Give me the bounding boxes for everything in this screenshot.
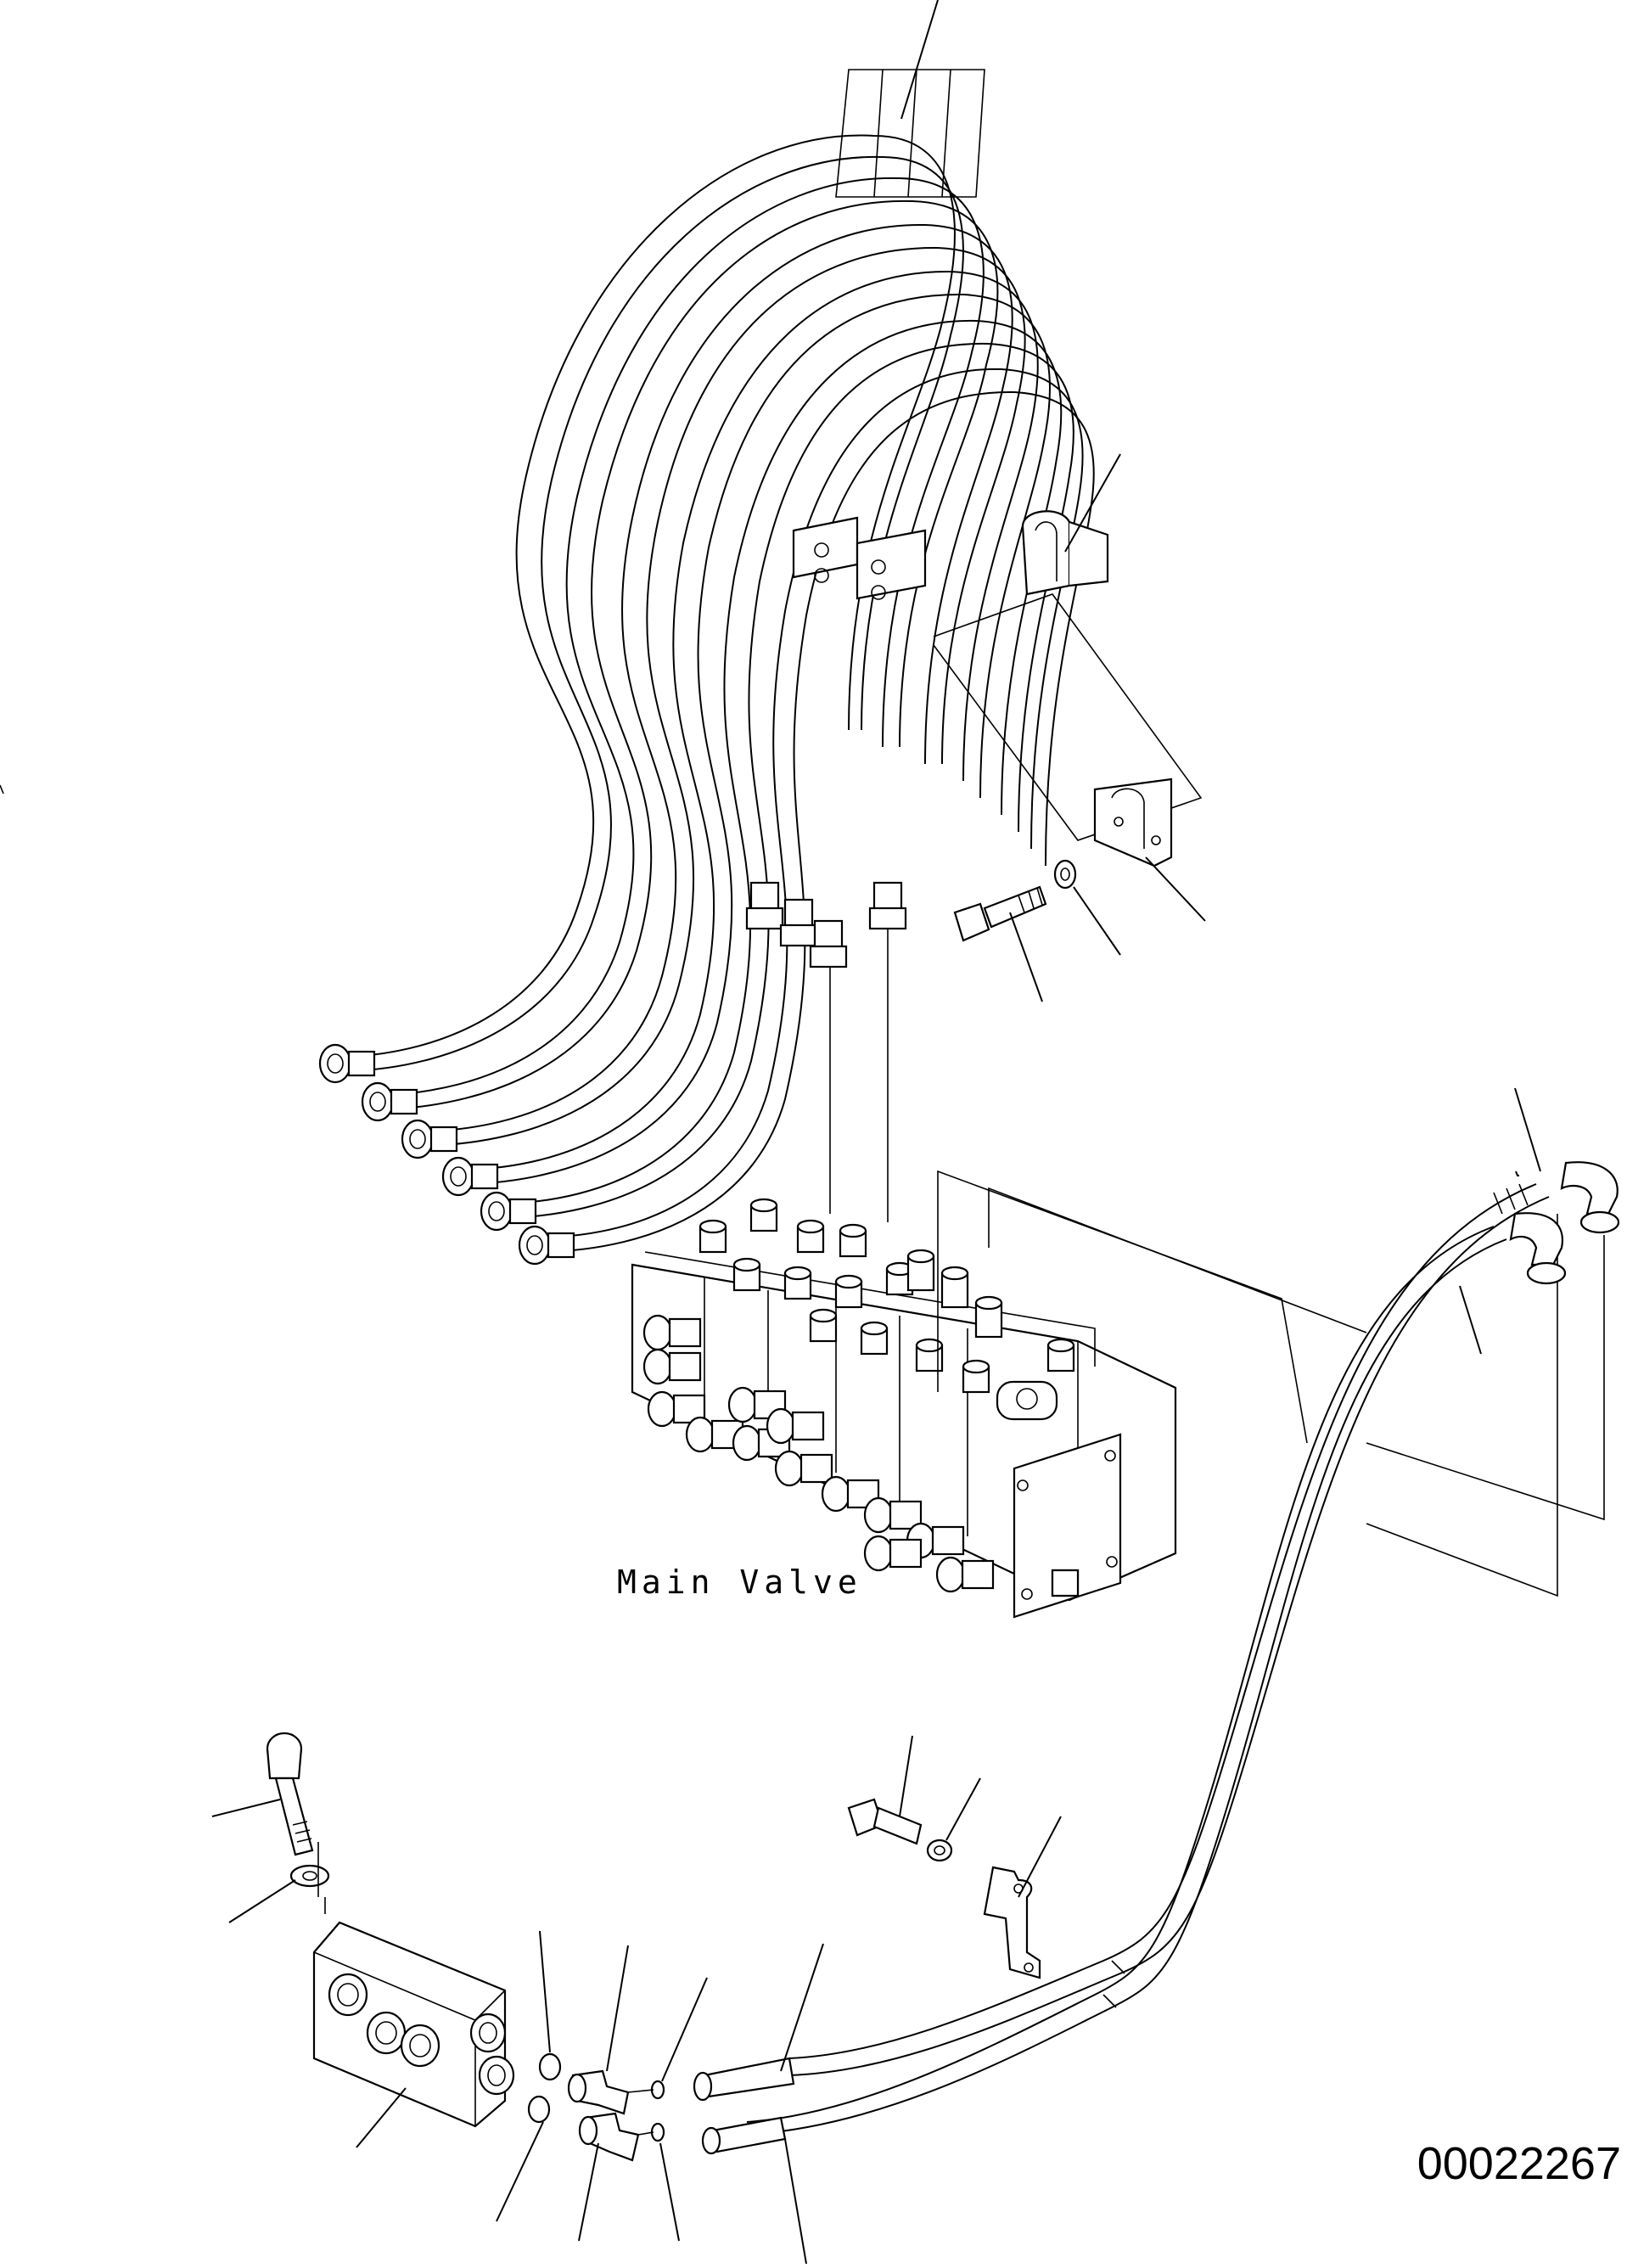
- edge-tick: [0, 784, 4, 794]
- leader-line-o-ring-hose-upper: [661, 1977, 708, 2082]
- washer-upper: [1053, 859, 1077, 890]
- hose-down-fittings: [745, 881, 907, 968]
- hose-loops: [347, 134, 1095, 1253]
- leader-line-clamp-upper: [1064, 453, 1121, 553]
- leader-line-bolt-lower: [899, 1735, 913, 1817]
- leader-line-hose-tags: [900, 0, 939, 120]
- main-valve: [631, 1198, 1177, 1619]
- leader-line-block-elbow-lower: [578, 2142, 599, 2242]
- hose-clamp-block: [792, 516, 927, 600]
- leader-line-block-elbow-upper: [606, 1945, 629, 2072]
- leader-line-distribution-block: [356, 2087, 407, 2148]
- hose-to-valve-lines: [829, 929, 889, 1222]
- clamp-half-upper: [1021, 510, 1109, 596]
- hose-end-fittings-left: [318, 1043, 575, 1266]
- leader-line-bolt-block: [211, 1799, 281, 1817]
- valve-front-fittings: [642, 1314, 995, 1593]
- main-valve-label: Main Valve: [617, 1563, 862, 1601]
- o-ring-hose-upper: [650, 2080, 665, 2100]
- valve-top-fittings: [698, 1198, 1075, 1421]
- long-hose-end-fittings: [693, 2057, 795, 2155]
- o-ring-lower: [527, 2095, 551, 2124]
- leader-line-washer-lower: [945, 1777, 981, 1841]
- clamp-half-lower: [1093, 778, 1173, 867]
- leader-line-long-hose-upper: [1514, 1087, 1541, 1176]
- leader-line-clamp-lower: [1145, 856, 1206, 922]
- elbow-fitting-lower: [1509, 1212, 1567, 1285]
- upper-hose-bundle: [318, 0, 1095, 1266]
- hose-clamp-bracket: [983, 1866, 1041, 1979]
- washer-block: [289, 1864, 330, 1888]
- long-hose-pair: [746, 1183, 1550, 2136]
- washer-lower: [926, 1839, 953, 1862]
- leader-line-o-ring-hose-lower: [659, 2142, 680, 2242]
- clamp-assembly-outline: [933, 593, 1203, 841]
- distribution-block: [312, 1921, 515, 2128]
- leader-line-hose-end-upper: [780, 1943, 824, 2072]
- leader-line-washer-upper: [1073, 886, 1121, 956]
- elbow-fitting-upper: [1560, 1161, 1620, 1234]
- valve-connection-outlines: [937, 1170, 1605, 1597]
- leader-line-o-ring-lower: [496, 2121, 544, 2222]
- bolt-block-connector: [317, 1842, 326, 1914]
- leader-line-o-ring-upper: [539, 1930, 551, 2053]
- leader-line-bolt-upper: [1009, 912, 1043, 1002]
- bolt-lower: [847, 1798, 923, 1845]
- leader-line-washer-block: [228, 1879, 296, 1923]
- block-elbow-upper: [567, 2069, 630, 2115]
- o-ring-hose-lower: [650, 2122, 665, 2142]
- leader-line-long-hose-lower: [1459, 1285, 1482, 1355]
- leader-line-hose-end-lower: [784, 2138, 807, 2265]
- hose-to-block-link: [627, 2089, 654, 2136]
- o-ring-upper: [538, 2052, 562, 2081]
- leader-line-bracket: [1018, 1816, 1062, 1898]
- bolt-upper: [953, 885, 1047, 942]
- bolt-block: [266, 1732, 314, 1856]
- block-elbow-lower: [578, 2112, 640, 2162]
- figure-number: 00022267: [1417, 2138, 1621, 2189]
